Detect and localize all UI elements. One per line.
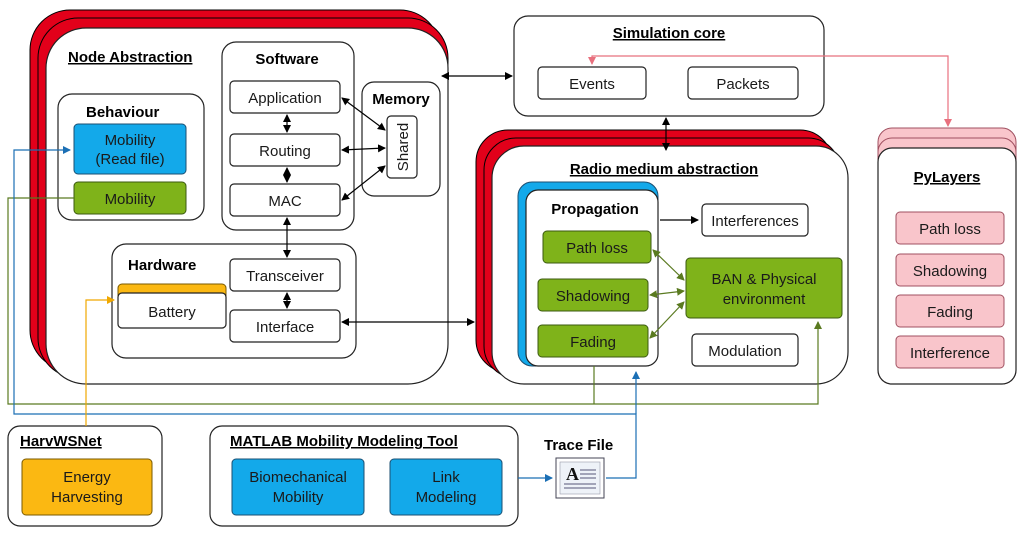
shadowing-box [537, 278, 649, 312]
simulation-core-title: Simulation core [613, 25, 726, 42]
packets-label: Packets [716, 76, 769, 93]
mac-label: MAC [268, 193, 302, 210]
green-arrows [7, 197, 822, 405]
shared-label: Shared [395, 123, 412, 171]
pylayers-title: PyLayers [914, 169, 981, 186]
document-icon-letter: A [566, 464, 579, 484]
shadowing-label: Shadowing [556, 288, 630, 305]
trace-file-title: Trace File [544, 437, 613, 454]
transceiver-label: Transceiver [246, 268, 324, 285]
radio-medium-group: Radio medium abstraction Propagation Pat… [475, 129, 849, 385]
memory-title: Memory [372, 91, 430, 108]
pylayers-shadowing-box [895, 253, 1005, 287]
matlab-group: MATLAB Mobility Modeling Tool Biomechani… [209, 425, 519, 527]
ban-physical-box [685, 257, 843, 319]
radio-medium-title: Radio medium abstraction [570, 161, 758, 178]
link-modeling-box [389, 458, 503, 516]
biomechanical-box [231, 458, 365, 516]
shared-box [386, 115, 418, 179]
mobility-read-file-label-1: Mobility [105, 132, 156, 149]
node-abstraction-title: Node Abstraction [68, 49, 192, 66]
ban-physical-label-2: environment [723, 291, 806, 308]
pylayers-shadowing-label: Shadowing [913, 263, 987, 280]
battery-label: Battery [148, 304, 196, 321]
link-modeling-label-1: Link [432, 469, 460, 486]
path-loss-box [542, 230, 652, 264]
orange-arrow [85, 296, 115, 426]
routing-label: Routing [259, 143, 311, 160]
interface-box [229, 309, 341, 343]
modulation-box [691, 333, 799, 367]
connector-arrows [283, 72, 699, 326]
harvwsnet-group: HarvWSNet Energy Harvesting [7, 425, 163, 527]
mobility-read-file-box [73, 123, 187, 175]
pylayers-path-loss-box [895, 211, 1005, 245]
propagation-title: Propagation [551, 201, 639, 218]
pylayers-fading-label: Fading [927, 304, 973, 321]
energy-harvesting-box [21, 458, 153, 516]
fading-box [537, 324, 649, 358]
ban-physical-label-1: BAN & Physical [711, 271, 816, 288]
document-icon: A [555, 457, 605, 499]
harvwsnet-title: HarvWSNet [20, 433, 102, 450]
interface-label: Interface [256, 319, 314, 336]
pylayers-interference-label: Interference [910, 345, 990, 362]
interferences-label: Interferences [711, 213, 799, 230]
matlab-title: MATLAB Mobility Modeling Tool [230, 433, 458, 450]
link-modeling-label-2: Modeling [416, 489, 477, 506]
mac-box [229, 183, 341, 217]
energy-harvesting-label-1: Energy [63, 469, 111, 486]
mobility-read-file-label-2: (Read file) [95, 151, 164, 168]
hardware-title: Hardware [128, 257, 196, 274]
transceiver-box [229, 258, 341, 292]
pylayers-fading-box [895, 294, 1005, 328]
pylayers-group: PyLayers Path loss Shadowing Fading Inte… [877, 127, 1017, 385]
biomechanical-label-1: Biomechanical [249, 469, 347, 486]
path-loss-label: Path loss [566, 240, 628, 257]
interferences-box [701, 203, 809, 237]
software-title: Software [255, 51, 318, 68]
modulation-label: Modulation [708, 343, 781, 360]
node-abstraction-group: Node Abstraction Behaviour Mobility (Rea… [29, 9, 449, 385]
application-label: Application [248, 90, 321, 107]
events-label: Events [569, 76, 615, 93]
battery-box [117, 292, 227, 329]
biomechanical-label-2: Mobility [273, 489, 324, 506]
fading-label: Fading [570, 334, 616, 351]
mobility-label: Mobility [105, 191, 156, 208]
pylayers-interference-box [895, 335, 1005, 369]
pylayers-path-loss-label: Path loss [919, 221, 981, 238]
simulation-core-group: Simulation core Events Packets [513, 15, 825, 117]
application-box [229, 80, 341, 114]
routing-box [229, 133, 341, 167]
pink-arrow [588, 55, 952, 127]
behaviour-title: Behaviour [86, 104, 160, 121]
blue-arrows [13, 146, 640, 482]
energy-harvesting-label-2: Harvesting [51, 489, 123, 506]
trace-file-group: Trace File A [544, 437, 613, 499]
